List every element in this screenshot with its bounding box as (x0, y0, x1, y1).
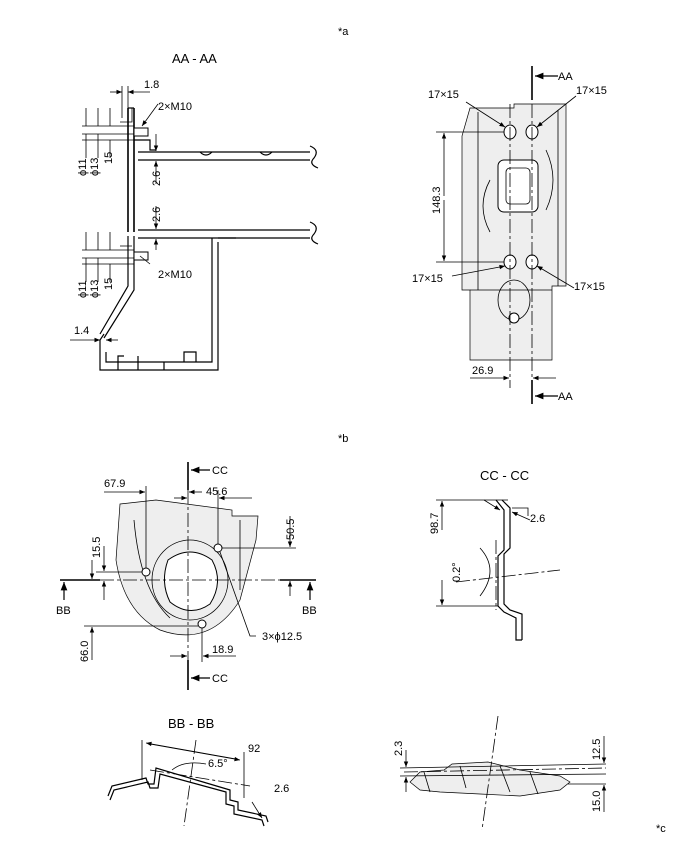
ref-mark-a: *a (338, 26, 349, 38)
bracket-body (461, 103, 567, 361)
dim-15-5: 15.5 (91, 537, 103, 558)
hole-left (141, 567, 151, 577)
section-mark-aa-top: AA (558, 71, 573, 83)
section-mark-bb-right: BB (302, 605, 317, 617)
bracket-side-body (409, 761, 571, 797)
ref-mark-b: *b (338, 433, 348, 445)
dim-18-9: 18.9 (212, 644, 233, 656)
dim-6-5: 6.5° (208, 758, 228, 770)
upper-member (138, 151, 310, 161)
dim-slot-top-left: 17×15 (428, 89, 459, 101)
center-window (497, 159, 539, 213)
view-title-cc: CC - CC (480, 468, 529, 483)
dim-slot-bottom-right: 17×15 (574, 281, 605, 293)
dim-bolt-bottom: 2×M10 (158, 269, 192, 281)
section-cc-view: CC - CC 98.7 0.2° 2.6 (429, 468, 561, 641)
dim-2-6-top: 2.6 (151, 171, 163, 186)
bracket-side-view: 2.3 12.5 15.0 (393, 715, 607, 831)
dim-67-9: 67.9 (104, 478, 125, 490)
bb-profile (107, 767, 269, 827)
dim-phi13-top: ϕ13 (89, 158, 101, 176)
dim-cc-2-6: 2.6 (530, 513, 545, 525)
section-mark-aa-bottom: AA (558, 391, 573, 403)
view-title-aa: AA - AA (172, 51, 217, 66)
dim-50-5: 50.5 (285, 519, 297, 540)
section-bb-view: BB - BB 92 6.5° 2.6 (107, 716, 289, 827)
cc-profile (495, 499, 523, 641)
dim-slot-bottom-left: 17×15 (412, 273, 443, 285)
dim-92: 92 (248, 743, 260, 755)
section-mark-cc-top: CC (212, 465, 228, 477)
hole-lower (197, 619, 207, 629)
view-title-bb: BB - BB (168, 716, 214, 731)
dim-1-8: 1.8 (144, 79, 159, 91)
dim-slot-top-right: 17×15 (576, 85, 607, 97)
dim-1-4: 1.4 (74, 325, 89, 337)
dim-0-2: 0.2° (451, 562, 463, 582)
dim-45-6: 45.6 (206, 486, 227, 498)
dim-66-0: 66.0 (79, 641, 91, 662)
dim-phi11-top: ϕ11 (77, 158, 89, 176)
lower-member (138, 229, 310, 239)
dim-12-5: 12.5 (591, 739, 603, 760)
bolt-bottom (133, 251, 149, 261)
dim-phi11-bottom: ϕ11 (77, 280, 89, 298)
dim-98-7: 98.7 (429, 513, 441, 534)
box-channel (99, 237, 236, 371)
dim-26-9: 26.9 (472, 365, 493, 377)
dim-bb-2-6: 2.6 (274, 783, 289, 795)
hole-upper-right (213, 543, 223, 553)
dim-2-3: 2.3 (393, 741, 405, 756)
bolt-top (133, 127, 149, 137)
dim-phi13-bottom: ϕ13 (89, 280, 101, 298)
dim-15-bottom: 15 (103, 278, 115, 290)
dim-148-3: 148.3 (431, 186, 443, 214)
bracket-plate (127, 108, 135, 232)
bracket-elevation-view: AA AA 17×15 17×15 17×15 17×15 148.3 26.9 (412, 66, 607, 404)
dim-2-6-mid: 2.6 (151, 207, 163, 222)
center-bore (164, 551, 218, 611)
dim-15-0: 15.0 (591, 791, 603, 812)
dim-bolt-top: 2×M10 (158, 101, 192, 113)
section-aa-view: AA - AA 1.8 2×M10 2×M10 (70, 51, 319, 371)
section-mark-bb-left: BB (56, 605, 71, 617)
section-mark-cc-bottom: CC (212, 673, 228, 685)
dim-holes: 3×ϕ12.5 (262, 631, 302, 643)
dim-15-top: 15 (103, 152, 115, 164)
bracket-front-view: CC CC BB BB 67.9 45.6 50.5 15.5 66.0 (56, 462, 317, 690)
ref-mark-c: *c (656, 823, 666, 835)
